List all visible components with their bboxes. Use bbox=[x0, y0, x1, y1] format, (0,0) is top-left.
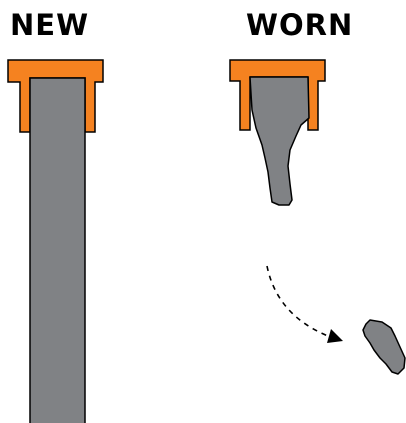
new-tool bbox=[7, 59, 104, 423]
worn-tool-shaft bbox=[249, 76, 310, 206]
break-off-arrow-head bbox=[327, 329, 343, 343]
worn-tool bbox=[229, 59, 326, 206]
break-off-arrow bbox=[266, 265, 343, 343]
break-off-arrow-path bbox=[266, 265, 329, 337]
worn-label: WORN bbox=[246, 8, 354, 42]
new-tool-shaft bbox=[29, 77, 86, 423]
new-label: NEW bbox=[10, 8, 90, 42]
broken-fragment bbox=[362, 319, 406, 375]
